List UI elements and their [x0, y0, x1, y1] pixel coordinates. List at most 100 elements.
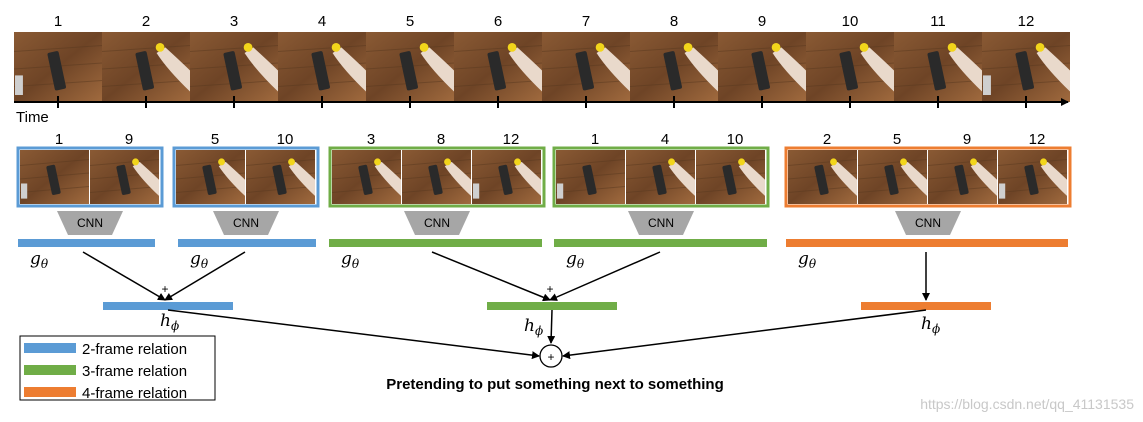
wood-grain — [805, 45, 895, 52]
top-frame-8 — [629, 32, 719, 102]
watermark: https://blog.csdn.net/qq_41131535 — [920, 396, 1134, 412]
yellow-object — [288, 158, 295, 166]
remote-control — [652, 164, 667, 195]
g-theta-label: gθ — [190, 249, 209, 271]
hand — [218, 161, 245, 196]
group-frame-8 — [401, 150, 472, 204]
wood-grain — [13, 45, 103, 52]
wood-grain — [19, 159, 90, 166]
group-frame-number: 3 — [367, 131, 375, 148]
hand — [830, 161, 857, 196]
top-frame-4 — [277, 32, 367, 102]
group-frame-9 — [89, 150, 160, 204]
top-frame-number: 6 — [494, 13, 502, 30]
yellow-object — [419, 43, 429, 52]
time-axis-label: Time — [16, 109, 49, 126]
yellow-object — [771, 43, 781, 52]
g-theta-feature-bar — [178, 239, 316, 247]
group-frame-number: 1 — [55, 131, 63, 148]
yellow-object — [970, 158, 977, 166]
wood-grain — [189, 45, 279, 52]
relation-connections: ++ — [82, 251, 991, 360]
g-to-h-arrow — [549, 251, 661, 301]
hand — [596, 47, 630, 92]
remote-control — [1024, 164, 1039, 195]
outlet — [15, 75, 23, 95]
cnn-block — [895, 211, 961, 235]
h-phi-label: hϕ — [921, 314, 940, 336]
group-frame-number: 5 — [893, 131, 901, 148]
hand — [156, 47, 190, 92]
remote-control — [358, 164, 373, 195]
yellow-object — [738, 158, 745, 166]
wood-grain — [277, 45, 367, 52]
group-frame-number: 1 — [591, 131, 599, 148]
group-frame-number: 10 — [277, 131, 294, 148]
top-frame-number: 10 — [842, 13, 859, 30]
wood-grain — [365, 45, 455, 52]
wood-grain — [857, 159, 928, 166]
group-frame-number: 9 — [963, 131, 971, 148]
legend-label-2frame: 2-frame relation — [82, 341, 187, 358]
h-to-sum-arrow — [562, 309, 927, 360]
top-frame-number: 1 — [54, 13, 62, 30]
yellow-object — [155, 43, 165, 52]
top-frame-number: 12 — [1018, 13, 1035, 30]
remote-control — [751, 51, 770, 91]
group-frame-number: 10 — [727, 131, 744, 148]
action-caption: Pretending to put something next to some… — [386, 376, 724, 393]
yellow-object — [444, 158, 451, 166]
hand — [1036, 47, 1070, 92]
top-frame-number: 5 — [406, 13, 414, 30]
top-frame-10 — [805, 32, 895, 102]
top-frame-7 — [541, 32, 631, 102]
remote-control — [487, 51, 506, 91]
top-frame-number: 8 — [670, 13, 678, 30]
group-frame-1 — [555, 150, 626, 204]
cnn-block — [57, 211, 123, 235]
remote-control — [498, 164, 513, 195]
sum-circle — [539, 344, 563, 368]
wood-grain — [927, 159, 998, 166]
group-frame-number: 9 — [125, 131, 133, 148]
remote-control — [272, 164, 287, 195]
group-border — [784, 146, 1072, 208]
group-frame-1 — [19, 150, 90, 204]
cnn-label: CNN — [233, 216, 259, 230]
g-theta-feature-bar — [329, 239, 542, 247]
group-frame-number: 12 — [503, 131, 520, 148]
wood-grain — [245, 159, 316, 166]
remote-control — [582, 164, 597, 195]
hand — [444, 161, 471, 196]
outlet — [473, 183, 480, 199]
yellow-object — [132, 158, 139, 166]
hand — [332, 47, 366, 92]
group-frame-number: 8 — [437, 131, 445, 148]
remote-control — [927, 51, 946, 91]
yellow-object — [947, 43, 957, 52]
wood-grain — [331, 159, 402, 166]
yellow-object — [1040, 158, 1047, 166]
group-frame-3 — [331, 150, 402, 204]
outlet — [983, 75, 991, 95]
hand — [772, 47, 806, 92]
group-frame-4 — [625, 150, 696, 204]
hand — [738, 161, 765, 196]
yellow-object — [595, 43, 605, 52]
g-theta-feature-bar — [786, 239, 1068, 247]
h-phi-label: hϕ — [524, 316, 543, 338]
top-frame-number: 9 — [758, 13, 766, 30]
remote-control — [223, 51, 242, 91]
wood-grain — [981, 45, 1071, 52]
relation-feature-bar — [487, 302, 617, 310]
top-frame-6 — [453, 32, 543, 102]
yellow-object — [243, 43, 253, 52]
h-to-sum-arrow — [167, 309, 540, 360]
group-frame-number: 5 — [211, 131, 219, 148]
hand — [900, 161, 927, 196]
hand — [970, 161, 997, 196]
